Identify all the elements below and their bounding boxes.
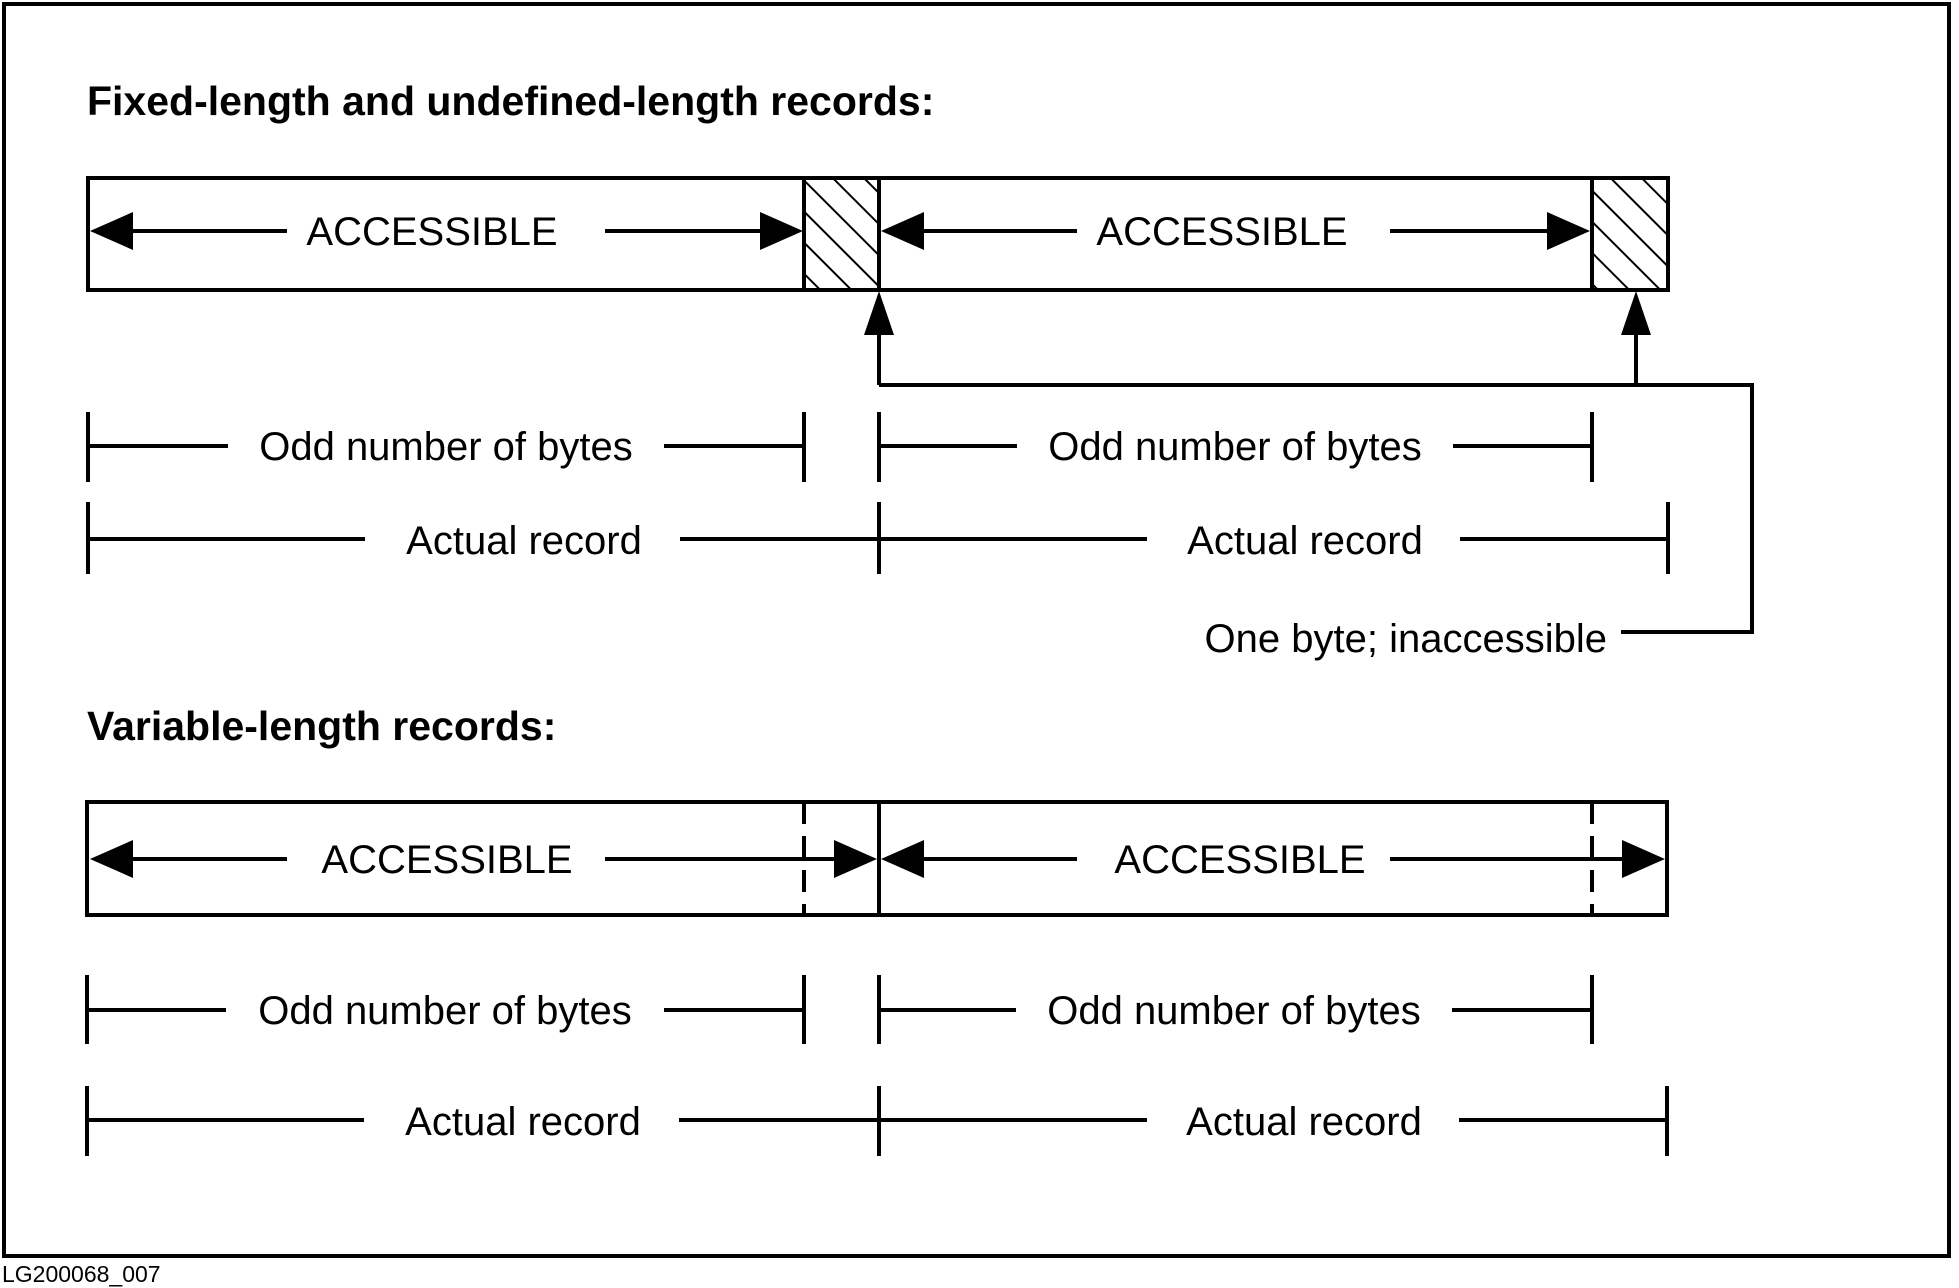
variable-accessible-label-1: ACCESSIBLE xyxy=(321,838,572,882)
variable-actual-record-dim xyxy=(85,1086,1669,1156)
pad-byte-callout xyxy=(864,291,1754,634)
fixed-odd-bytes-label-2: Odd number of bytes xyxy=(1048,425,1422,469)
fixed-accessible-arrow-1 xyxy=(90,212,803,250)
variable-accessible-arrow-2 xyxy=(881,840,1665,878)
fixed-pad-byte-1 xyxy=(802,176,881,292)
variable-record-bar xyxy=(85,800,1669,917)
variable-odd-bytes-label-1: Odd number of bytes xyxy=(258,989,632,1033)
figure-id: LG200068_007 xyxy=(2,1261,161,1287)
pad-byte-note: One byte; inaccessible xyxy=(1205,617,1607,661)
fixed-record-bar xyxy=(86,176,1670,292)
variable-accessible-arrow-1 xyxy=(90,840,877,878)
fixed-odd-bytes-label-1: Odd number of bytes xyxy=(259,425,633,469)
variable-actual-record-label-1: Actual record xyxy=(405,1100,641,1144)
variable-odd-bytes-dim-1 xyxy=(85,975,806,1044)
fixed-odd-bytes-dim-2 xyxy=(877,412,1594,482)
fixed-actual-record-label-1: Actual record xyxy=(406,519,642,563)
variable-section-title: Variable-length records: xyxy=(87,703,556,749)
fixed-accessible-label-2: ACCESSIBLE xyxy=(1096,210,1347,254)
fixed-accessible-label-1: ACCESSIBLE xyxy=(306,210,557,254)
fixed-actual-record-label-2: Actual record xyxy=(1187,519,1423,563)
variable-actual-record-label-2: Actual record xyxy=(1186,1100,1422,1144)
fixed-section-title: Fixed-length and undefined-length record… xyxy=(87,78,934,124)
variable-odd-bytes-label-2: Odd number of bytes xyxy=(1047,989,1421,1033)
fixed-actual-record-dim xyxy=(86,502,1670,574)
fixed-accessible-arrow-2 xyxy=(881,212,1590,250)
fixed-odd-bytes-dim-1 xyxy=(86,412,806,482)
fixed-pad-byte-2 xyxy=(1590,176,1670,292)
outer-frame xyxy=(2,2,1951,1258)
variable-accessible-label-2: ACCESSIBLE xyxy=(1114,838,1365,882)
variable-odd-bytes-dim-2 xyxy=(877,975,1594,1044)
